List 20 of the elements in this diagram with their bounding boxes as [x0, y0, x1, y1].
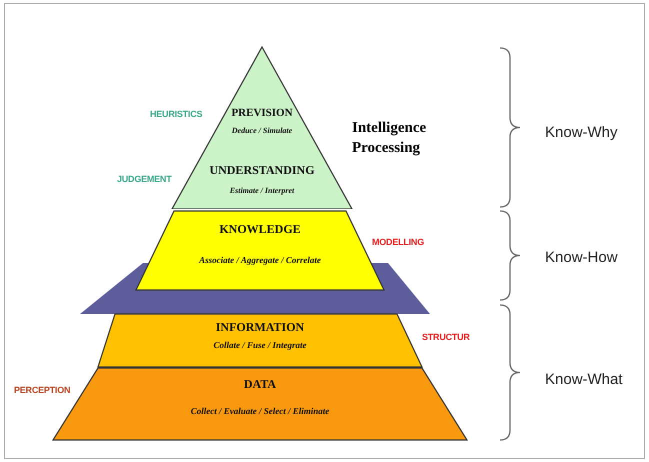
tier-title: PREVISION [231, 106, 293, 121]
tier-title: INFORMATION [216, 319, 304, 336]
side-label: MODELLING [372, 236, 424, 249]
side-label: Know-Why [545, 123, 618, 143]
side-label: JUDGEMENT [117, 173, 172, 186]
tier-title: KNOWLEDGE [219, 221, 301, 238]
side-label: PERCEPTION [14, 384, 70, 397]
side-label: Know-How [545, 248, 618, 268]
tier-title: DATA [244, 376, 276, 393]
tier-subtitle: Estimate / Interpret [230, 185, 294, 197]
side-label: STRUCTUR [422, 331, 470, 344]
tier-title: UNDERSTANDING [209, 162, 315, 179]
tier-subtitle: Deduce / Simulate [232, 125, 292, 137]
tier-subtitle: Collate / Fuse / Integrate [213, 339, 306, 352]
side-label: Know-What [545, 370, 623, 390]
tier-subtitle: Associate / Aggregate / Correlate [199, 254, 321, 267]
side-label: HEURISTICS [150, 108, 202, 121]
tier-subtitle: Collect / Evaluate / Select / Eliminate [190, 405, 330, 418]
side-label: Intelligence Processing [352, 119, 428, 158]
pyramid-tier [97, 313, 423, 368]
